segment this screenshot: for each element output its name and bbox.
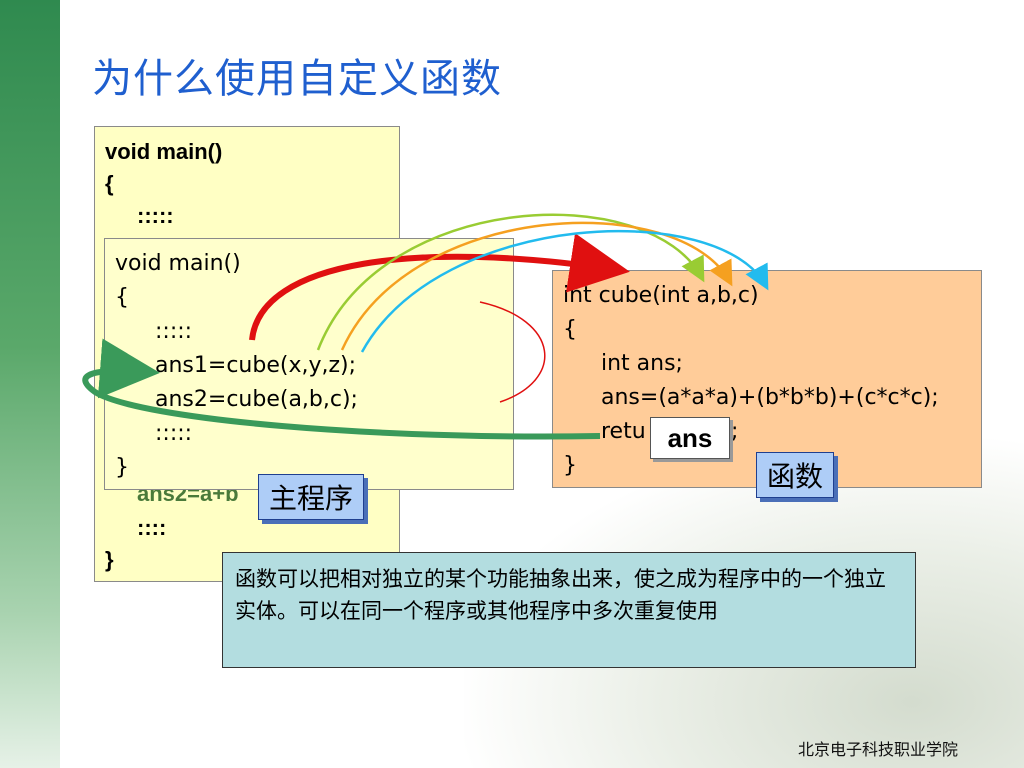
main-program-label: 主程序	[258, 474, 365, 520]
main-code-line: ans2=cube(a,b,c);	[155, 387, 358, 412]
footer-institution: 北京电子科技职业学院	[798, 740, 959, 759]
main-code-line: void main()	[115, 251, 241, 276]
main-code-line: {	[115, 285, 129, 310]
main-code-line: }	[115, 455, 129, 480]
explanation-note: 函数可以把相对独立的某个功能抽象出来，使之成为程序中的一个独立实体。可以在同一个…	[222, 552, 916, 668]
slide-title: 为什么使用自定义函数	[92, 56, 502, 102]
func-code-line: {	[563, 317, 577, 342]
call-arrow	[249, 233, 630, 341]
param-y-arrow	[340, 221, 733, 351]
param-x-arrow	[316, 213, 705, 351]
function-code-box: int cube(int a,b,c) { int ans; ans=(a*a*…	[552, 270, 982, 488]
left-decor-bar	[0, 0, 60, 768]
func-code-line: retu	[601, 419, 646, 444]
back-code-line: void main()	[105, 139, 223, 164]
func-code-line: ans=(a*a*a)+(b*b*b)+(c*c*c);	[601, 385, 939, 410]
main-code-line: :::::	[155, 319, 193, 344]
return-arrow	[82, 338, 601, 440]
main-code-line: :::::	[155, 421, 193, 446]
func-code-line: }	[563, 453, 577, 478]
second-call-loop	[479, 301, 546, 403]
func-code-line: ;	[731, 419, 739, 444]
back-code-line: {	[105, 171, 114, 196]
main-code-line: ans1=cube(x,y,z);	[155, 353, 357, 378]
function-label: 函数	[756, 452, 835, 498]
param-z-arrow	[360, 229, 769, 353]
back-code-line: }	[105, 547, 114, 572]
back-code-line: ::::	[137, 515, 167, 540]
func-code-line: int ans;	[601, 351, 683, 376]
back-code-line: :::::	[137, 203, 174, 228]
ans-return-label: ans	[650, 417, 730, 459]
